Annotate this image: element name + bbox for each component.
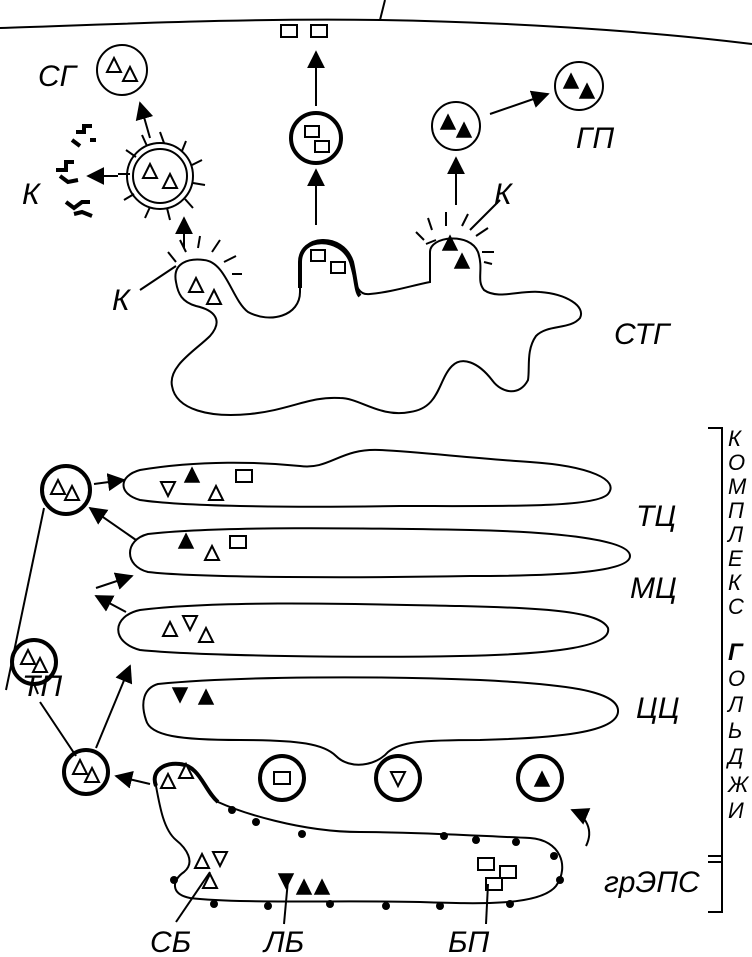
membrane-tick [379,0,386,21]
golgi-letter: Е [728,546,743,571]
golgi-bracket [708,427,723,863]
gp-granule [554,61,604,111]
arrow-mc-tp1 [88,506,137,541]
label-k-bottom: К [112,284,132,317]
medial-cisterna-2 [117,602,610,658]
label-k-right: К [494,178,514,211]
k-pointer-right [469,199,501,231]
vesicle-tri-er [374,754,422,802]
arrow-tp1-tc [93,473,126,492]
arrow-tp3-cc [95,664,133,749]
plasma-membrane [0,18,752,45]
label-lb: ЛБ [262,926,304,957]
sb-pointer [175,871,211,923]
arrow-eps-tp3 [114,770,151,789]
label-cc: ЦЦ [636,692,680,725]
golgi-letter: Г [728,639,744,666]
secreted-protein-square [280,24,298,38]
label-stg: СТГ [614,318,672,351]
clathrin-fragments [56,124,96,218]
arrow-to-granule [135,101,154,139]
arrow-mc2-tp2 [94,595,127,613]
arrow-tp-mc [95,572,134,590]
golgi-letter: С [728,594,744,619]
golgi-letter: Ж [727,772,750,797]
label-sg: СГ [38,60,79,93]
arrow-to-gp [489,90,550,115]
vesicle-squares-er [258,754,306,802]
golgi-letter: И [728,798,744,823]
golgi-letter: П [728,498,744,523]
golgi-complex-vertical-label: К О М П Л Е К С Г О Л Ь Д Ж И [725,426,750,823]
tp-pointer-3 [39,701,77,757]
bp-pointer [485,883,489,925]
golgi-letter: Л [726,522,744,547]
transport-vesicle-middle [289,111,343,165]
transport-vesicle-tp-3 [62,748,110,796]
secretory-granule [96,44,148,96]
label-greps: грЭПС [604,866,700,899]
label-bp: БП [448,926,490,957]
trans-golgi-network [170,237,583,416]
vesicle-filled-er [516,754,564,802]
rough-er [153,762,564,905]
label-tc: ТЦ [636,500,676,533]
transport-vesicle-tp-1 [40,464,92,516]
ribosomes [170,806,564,910]
trans-cisterna [122,448,612,508]
label-gp: ГП [576,122,614,155]
golgi-letter: К [728,570,742,595]
golgi-letter: Л [726,692,744,717]
k-pointer-left [139,265,177,291]
golgi-letter: Ь [728,718,742,743]
eps-bracket [708,855,723,913]
golgi-letter: Д [725,744,744,769]
label-mc: МЦ [630,572,677,605]
golgi-letter: О [728,666,745,691]
medial-cisterna [129,527,632,579]
tp-pointer-2 [33,683,39,695]
golgi-letter: М [728,474,747,499]
golgi-letter: К [728,426,742,451]
tp-pointer-1 [5,507,45,691]
label-k-left: К [22,178,42,211]
secreted-protein-square [310,24,328,38]
golgi-letter: О [728,450,745,475]
label-tp: ТП [22,670,62,703]
vesicle-filled-triangles [431,101,481,151]
label-sb: СБ [150,926,191,957]
clathrin-coated-vesicle [118,131,206,221]
arrow-er-recycle [570,808,591,847]
lb-pointer [283,879,289,925]
cis-cisterna [142,676,620,766]
